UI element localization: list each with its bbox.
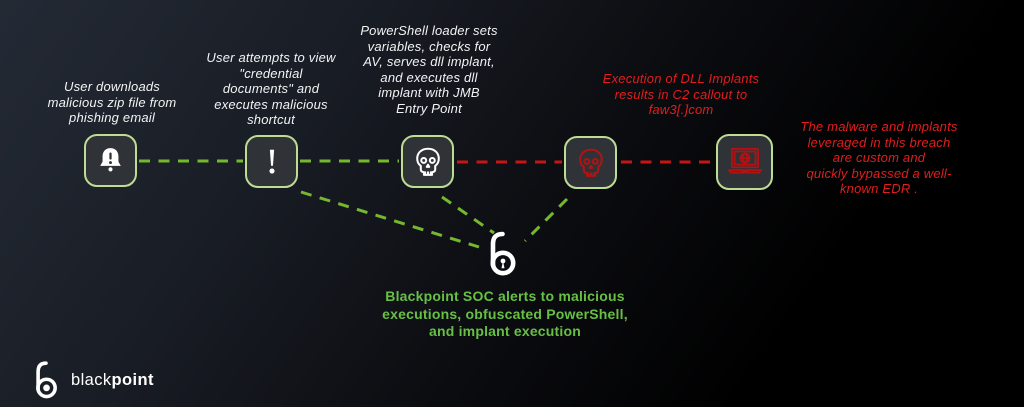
- skull-icon: [415, 147, 440, 176]
- step1-node-phishing-download: [84, 134, 137, 187]
- step3-node-powershell-loader: [401, 135, 454, 188]
- link-step4-soc: [523, 197, 569, 243]
- brand-name-bold: point: [111, 370, 154, 389]
- alert-bell-icon: [100, 148, 121, 172]
- link-step2-soc: [300, 190, 480, 249]
- exclamation-icon: [268, 149, 275, 174]
- brand-name-light: black: [71, 370, 112, 389]
- blackpoint-brand-lockup: blackpoint: [28, 360, 154, 400]
- skull-red-icon: [578, 148, 603, 177]
- soc-alert-annotation: Blackpoint SOC alerts to malicious execu…: [382, 288, 628, 339]
- blackpoint-b-icon: [490, 231, 516, 276]
- blackpoint-soc-logo: [482, 230, 520, 283]
- step1-caption: User downloads malicious zip file from p…: [47, 79, 177, 125]
- step5-node-c2-server: [716, 134, 773, 190]
- c2-callout-annotation: Execution of DLL Implants results in C2 …: [602, 71, 760, 117]
- step3-caption: PowerShell loader sets variables, checks…: [360, 23, 498, 116]
- step2-caption: User attempts to view "credential docume…: [206, 50, 336, 127]
- step4-node-dll-implant-c2: [564, 136, 617, 189]
- blackpoint-logo-mark-icon: [36, 361, 57, 399]
- edr-bypass-annotation: The malware and implants leveraged in th…: [800, 119, 958, 196]
- brand-name: blackpoint: [71, 371, 154, 390]
- link-step3-soc: [441, 195, 495, 235]
- step2-node-malicious-shortcut: [245, 135, 298, 188]
- laptop-globe-icon: [727, 147, 762, 174]
